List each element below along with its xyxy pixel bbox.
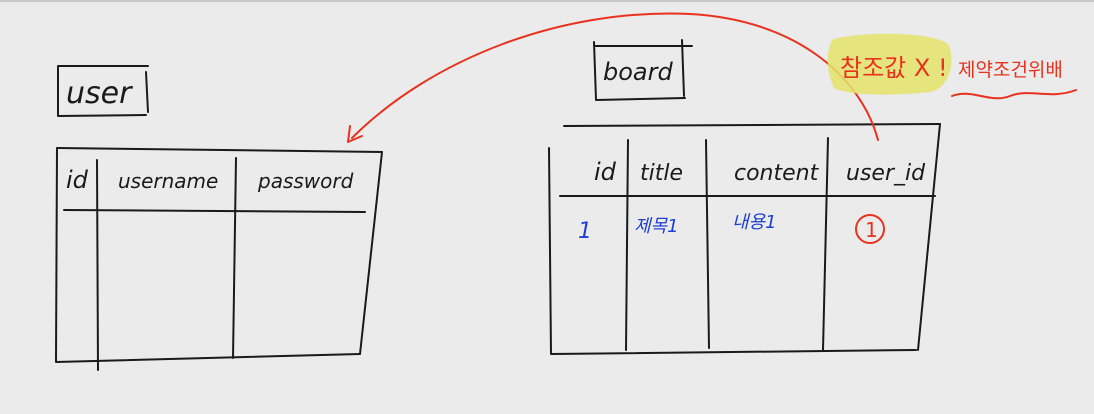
- board-col-title: title: [640, 161, 683, 186]
- board-col-user-id: user_id: [846, 161, 926, 186]
- user-table-frame: [55, 147, 383, 371]
- user-col-id: id: [66, 166, 89, 194]
- highlight-note: 참조값 X !: [840, 54, 948, 82]
- red-circle: [855, 214, 885, 244]
- board-row-title: 제목1: [634, 216, 679, 237]
- side-note: 제약조건위배: [958, 59, 1063, 81]
- board-table-frame: [548, 123, 941, 355]
- board-row-user-id: 1: [865, 218, 878, 242]
- side-annotation: 제약조건위배: [951, 59, 1077, 100]
- highlight-annotation: 참조값 X !: [827, 33, 952, 95]
- arrow-head-icon: [347, 125, 363, 143]
- user-table-label: user: [57, 65, 149, 117]
- board-table-label: board: [593, 39, 693, 101]
- board-table-name: board: [603, 58, 673, 86]
- board-row-id: 1: [578, 219, 592, 244]
- board-row-user-id-circled: 1: [855, 214, 885, 244]
- user-col-username: username: [118, 169, 218, 193]
- board-col-content: content: [734, 161, 820, 186]
- user-col-password: password: [257, 169, 354, 193]
- user-table: user id username password: [55, 65, 383, 371]
- yellow-highlight: [827, 33, 952, 95]
- board-row-content: 내용1: [732, 212, 777, 233]
- user-table-name: user: [66, 76, 133, 111]
- board-table: board id title content user_id 1 제목1 내용1…: [548, 39, 941, 355]
- red-underline: [951, 89, 1077, 100]
- board-col-id: id: [594, 158, 617, 186]
